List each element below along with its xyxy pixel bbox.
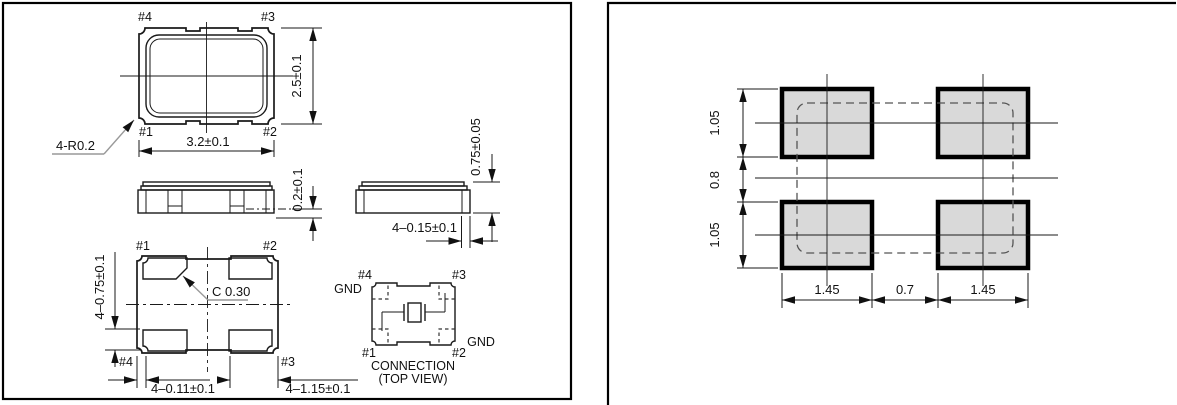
pad-1 [142,257,188,280]
gap-horizontal-label: 0.7 [896,282,914,297]
bottom-pad [167,205,183,214]
corner-radius-label: 4-R0.2 [56,138,95,153]
standoff-dimension: 0.2±0.1 [276,168,322,241]
terminal-dim-label: 4–0.15±0.1 [392,220,457,235]
total-height-dimension: 0.75±0.05 [468,118,500,242]
connection-pin4-label: #4 [358,268,372,282]
bottom-view-pin1-label: #1 [136,239,150,253]
gnd-left-label: GND [334,282,362,296]
top-view-pin4-label: #4 [138,10,152,24]
pad-height-bottom-label: 1.05 [707,222,722,247]
pad-corner-dash-bl [372,328,389,345]
pad-length-dim-label: 4–0.75±0.1 [92,255,107,320]
pad-width-dim-label: 4–1.15±0.1 [286,381,351,396]
front-view: 0.2±0.1 [137,168,322,241]
width-dim-label: 3.2±0.1 [186,134,229,149]
height-dimension: 2.5±0.1 [281,27,322,125]
standoff-dim-label: 0.2±0.1 [290,168,305,211]
top-view-pin2-label: #2 [263,125,277,139]
bottom-view-pin2-label: #2 [263,239,277,253]
pad-4 [142,329,188,352]
bottom-view-pin3-label: #3 [281,355,295,369]
height-dim-label: 2.5±0.1 [289,54,304,97]
pad-corner-dash-tl [372,283,389,300]
bottom-pad [229,205,245,214]
right-panel-border [606,1,1176,405]
horizontal-dimensions: 1.45 0.7 1.45 [781,273,1029,308]
vertical-dimensions: 1.05 0.8 1.05 [707,88,778,269]
land-pattern-panel: 1.05 0.8 1.05 1.45 0.7 1.45 [606,1,1176,405]
pad-2 [228,257,273,280]
terminal-dimension: 4–0.15±0.1 [392,216,498,248]
package-outline [136,255,279,354]
connection-pin3-label: #3 [452,268,466,282]
edge-dim-label: 4–0.11±0.1 [151,381,215,396]
left-panel-border [1,1,573,401]
chamfer-callout: C 0.30 [182,275,250,301]
gnd-right-label: GND [467,335,495,349]
side-view: 0.75±0.05 4–0.15±0.1 [355,118,500,248]
width-dimension: 3.2±0.1 [138,134,275,157]
package-outline [371,282,456,346]
pad-width-dimension: 4–1.15±0.1 [217,356,358,396]
connection-caption-2: (TOP VIEW) [379,372,448,386]
package-outline [138,27,275,125]
body [137,189,275,214]
connection-caption: CONNECTION [371,359,455,373]
total-height-dim-label: 0.75±0.05 [468,118,483,176]
corner-radius-callout: 4-R0.2 [52,119,135,155]
bottom-view: #1 #2 #4 #3 C 0.30 4–0.75±0.1 4– [92,239,358,396]
gap-vertical-label: 0.8 [707,171,722,189]
pad-corner-dash-br [438,328,455,345]
pad-length-dimension: 4–0.75±0.1 [92,252,140,367]
pad-3 [228,329,273,352]
top-view-pin3-label: #3 [261,10,275,24]
pad-width-left-label: 1.45 [814,282,839,297]
left-panel: #4 #3 #1 #2 3.2±0.1 2.5±0.1 4-R0.2 [1,1,573,401]
pad-height-top-label: 1.05 [707,110,722,135]
connection-pin1-label: #1 [362,346,376,360]
connection-view: #4 #3 #1 #2 GND GND CONNECTION (TOP VIEW… [334,268,495,386]
edge-dimension: 4–0.11±0.1 [108,356,215,396]
pad-width-right-label: 1.45 [970,282,995,297]
body [355,189,471,214]
chamfer-label: C 0.30 [212,284,250,299]
pad-corner-dash-tr [438,283,455,300]
crystal-symbol [381,293,446,331]
bottom-view-pin4-label: #4 [119,355,133,369]
top-view: #4 #3 #1 #2 3.2±0.1 2.5±0.1 4-R0.2 [52,10,322,157]
connection-pin2-label: #2 [452,346,466,360]
top-view-pin1-label: #1 [139,125,153,139]
